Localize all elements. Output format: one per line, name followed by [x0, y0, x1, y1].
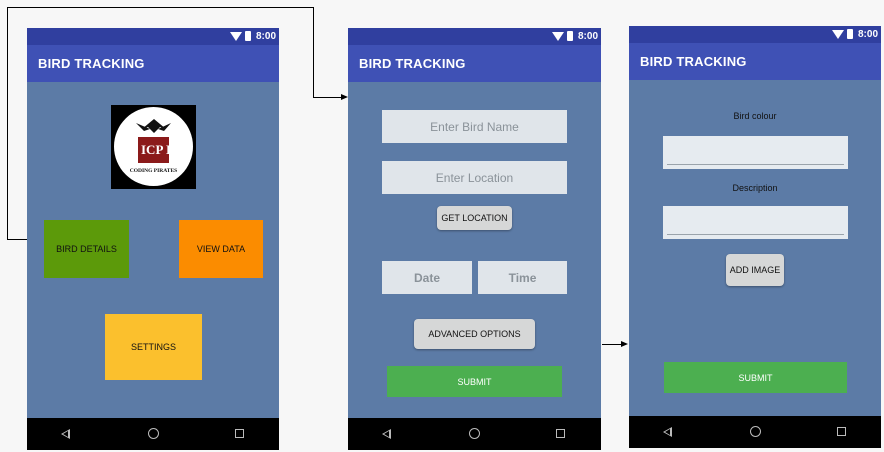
recent-apps-icon[interactable]	[556, 429, 565, 438]
connector-line	[7, 7, 8, 240]
submit-button[interactable]: SUBMIT	[664, 362, 847, 393]
phone-screen-bird-details: 8:00 BIRD TRACKING Enter Bird Name Enter…	[348, 28, 601, 450]
view-data-button[interactable]: VIEW DATA	[179, 220, 263, 278]
back-icon[interactable]	[382, 429, 391, 439]
home-icon[interactable]	[469, 428, 480, 439]
view-data-label: VIEW DATA	[196, 244, 246, 254]
app-title: BIRD TRACKING	[629, 43, 881, 80]
battery-icon	[847, 29, 853, 39]
bird-name-input[interactable]: Enter Bird Name	[382, 110, 567, 143]
logo-circle: ICP IT CODING PIRATES	[114, 107, 193, 186]
app-title: BIRD TRACKING	[27, 45, 279, 82]
home-icon[interactable]	[148, 428, 159, 439]
battery-icon	[567, 31, 573, 41]
logo-caption: CODING PIRATES	[130, 168, 177, 174]
navigation-bar	[629, 416, 881, 448]
app-title: BIRD TRACKING	[348, 45, 601, 82]
connector-line	[7, 239, 28, 240]
phone-screen-home: 8:00 BIRD TRACKING ICP IT CODING PIRATES…	[27, 28, 279, 450]
time-input[interactable]: Time	[478, 261, 567, 294]
submit-button[interactable]: SUBMIT	[387, 366, 562, 397]
connector-arrow	[621, 341, 628, 347]
settings-button[interactable]: SETTINGS	[105, 314, 202, 380]
get-location-button[interactable]: GET LOCATION	[437, 206, 512, 230]
back-icon[interactable]	[61, 429, 70, 439]
bird-colour-input[interactable]	[663, 136, 848, 169]
submit-label: SUBMIT	[457, 376, 492, 387]
recent-apps-icon[interactable]	[837, 427, 846, 436]
navigation-bar	[348, 418, 601, 450]
battery-icon	[245, 31, 251, 41]
add-image-label: ADD IMAGE	[729, 265, 781, 275]
status-bar: 8:00	[348, 28, 601, 45]
wifi-icon	[832, 30, 844, 39]
location-input[interactable]: Enter Location	[382, 161, 567, 194]
get-location-label: GET LOCATION	[441, 213, 508, 223]
app-logo: ICP IT CODING PIRATES	[111, 105, 196, 189]
bird-colour-label: Bird colour	[733, 111, 777, 121]
bird-name-placeholder: Enter Bird Name	[430, 119, 519, 134]
description-label: Description	[732, 183, 778, 193]
bird-details-label: BIRD DETAILS	[56, 244, 117, 254]
wifi-icon	[552, 32, 564, 41]
status-time: 8:00	[857, 29, 878, 40]
location-placeholder: Enter Location	[435, 170, 514, 185]
date-placeholder: Date	[413, 270, 440, 285]
status-bar: 8:00	[629, 26, 881, 43]
back-icon[interactable]	[663, 427, 672, 437]
date-input[interactable]: Date	[382, 261, 472, 294]
connector-line	[313, 97, 342, 98]
settings-label: SETTINGS	[130, 342, 176, 352]
advanced-options-label: ADVANCED OPTIONS	[428, 329, 521, 339]
status-time: 8:00	[577, 31, 598, 42]
home-icon[interactable]	[750, 426, 761, 437]
logo-text: ICP IT	[141, 142, 180, 157]
navigation-bar	[27, 418, 279, 450]
connector-line	[313, 7, 314, 98]
time-placeholder: Time	[508, 270, 537, 285]
add-image-button[interactable]: ADD IMAGE	[726, 254, 784, 286]
submit-label: SUBMIT	[738, 372, 773, 383]
wifi-icon	[230, 32, 242, 41]
description-input[interactable]	[663, 206, 848, 239]
status-time: 8:00	[255, 31, 276, 42]
connector-line	[602, 344, 622, 345]
phone-screen-advanced-options: 8:00 BIRD TRACKING Bird colour Descripti…	[629, 26, 881, 448]
advanced-options-button[interactable]: ADVANCED OPTIONS	[414, 319, 535, 349]
status-bar: 8:00	[27, 28, 279, 45]
connector-arrow	[341, 94, 348, 100]
bird-details-button[interactable]: BIRD DETAILS	[44, 220, 129, 278]
eagle-icon: ICP IT CODING PIRATES	[130, 119, 180, 174]
recent-apps-icon[interactable]	[235, 429, 244, 438]
connector-line	[7, 7, 314, 8]
